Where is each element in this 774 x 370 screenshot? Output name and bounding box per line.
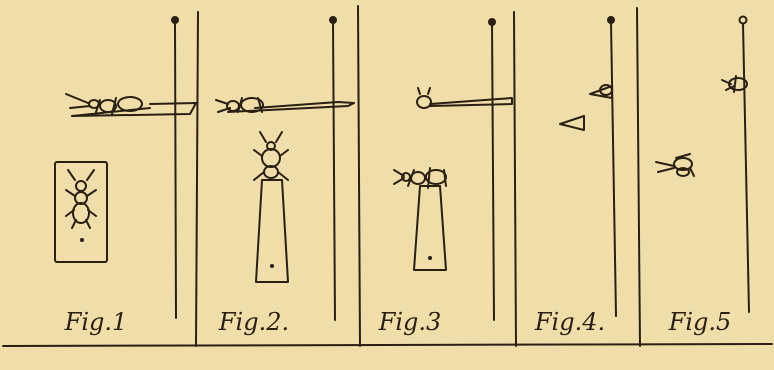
divider-4-5	[636, 7, 641, 347]
fig-3-top-card	[429, 97, 513, 107]
fig-2-caption: Fig.2.	[218, 308, 289, 336]
fig-4-caption: Fig.4.	[534, 308, 605, 336]
fig-5-pin	[738, 15, 750, 313]
fig-3-top-insect	[416, 87, 432, 109]
fig-4-triangle-point	[559, 115, 585, 131]
fig-2-panel: Fig.2.	[215, 16, 355, 336]
fig-1-caption: Fig.1	[64, 308, 128, 336]
fig-1-top-insect	[65, 93, 143, 115]
fig-1-panel: Fig.1	[54, 16, 197, 336]
fig-2-top-card	[227, 101, 355, 113]
panel-borders	[2, 5, 773, 347]
fig-3-card-insect	[393, 167, 447, 189]
fig-4-pinned-point	[589, 84, 613, 99]
fig-2-tapered-card	[255, 179, 289, 283]
divider-2-3	[357, 5, 361, 347]
fig-5-panel: Fig.5	[655, 15, 750, 336]
divider-1-2	[195, 11, 199, 347]
fig-5-side-insect	[655, 153, 695, 177]
fig-5-caption: Fig.5	[668, 308, 732, 336]
bottom-rule	[2, 343, 773, 347]
fig-3-caption: Fig.3	[378, 308, 442, 336]
fig-2-top-insect	[215, 97, 264, 113]
fig-1-pin	[171, 16, 179, 319]
fig-3-tapered-card	[413, 185, 447, 271]
fig-2-pin	[329, 16, 337, 321]
fig-4-pin	[607, 16, 617, 317]
fig-3-pin	[488, 18, 496, 321]
fig-3-panel: Fig.3	[378, 18, 513, 336]
fig-1-top-card	[71, 102, 197, 117]
fig-1-card-insect	[54, 161, 108, 263]
fig-4-panel: Fig.4.	[534, 16, 617, 336]
fig-2-card-insect	[253, 131, 289, 181]
divider-3-4	[513, 11, 517, 347]
fig-5-pinned-insect	[721, 75, 748, 93]
